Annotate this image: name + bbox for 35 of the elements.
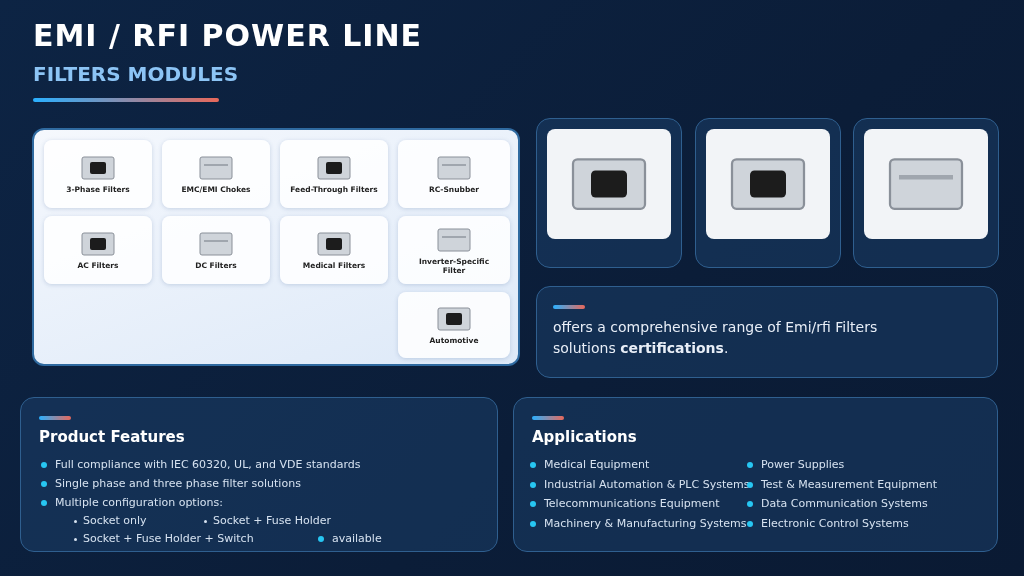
list-item: Industrial Automation & PLC Systems bbox=[528, 477, 750, 492]
product-tile bbox=[162, 216, 270, 284]
product-photo-card bbox=[853, 118, 999, 268]
title: EMI / RFI POWER LINE bbox=[33, 18, 423, 53]
product-tile bbox=[280, 140, 388, 208]
product-panel bbox=[32, 128, 520, 366]
product-tile bbox=[398, 140, 510, 208]
product-tile bbox=[162, 140, 270, 208]
product-tile bbox=[280, 216, 388, 284]
info-card bbox=[536, 286, 998, 378]
section-heading: Product Features bbox=[39, 428, 185, 446]
product-tile bbox=[398, 216, 510, 284]
product-tile bbox=[44, 140, 152, 208]
list-item: Multiple configuration options: bbox=[39, 496, 223, 510]
list-item: Socket only bbox=[73, 514, 147, 528]
applications-card bbox=[513, 397, 998, 552]
product-photo-card bbox=[536, 118, 682, 268]
list-item: Data Communication Systems bbox=[745, 497, 928, 511]
list-item: Power Supplies bbox=[745, 458, 845, 472]
list-item: Electronic Control Systems bbox=[745, 516, 909, 531]
list-item: available bbox=[316, 532, 382, 546]
list-item: Socket + Fuse Holder bbox=[203, 514, 332, 528]
subtitle: FILTERS MODULES bbox=[33, 62, 239, 86]
description-text: offers a comprehensive range of Emi/rfi Filters solutions certifications. bbox=[553, 318, 879, 358]
product-tile bbox=[398, 292, 510, 358]
list-item: Machinery & Manufacturing Systems bbox=[528, 516, 747, 531]
product-photo-card bbox=[695, 118, 841, 268]
list-item: Socket + Fuse Holder + Switch bbox=[73, 532, 254, 546]
section-heading: Applications bbox=[532, 428, 637, 446]
list-item: Full compliance with IEC 60320, UL, and VDE standards bbox=[39, 458, 361, 472]
features-card bbox=[20, 397, 498, 552]
list-item: Telecommunications Equipment bbox=[528, 497, 720, 511]
list-item: Medical Equipment bbox=[528, 458, 650, 472]
product-tile bbox=[44, 216, 152, 284]
list-item: Single phase and three phase filter solutions bbox=[39, 477, 301, 491]
